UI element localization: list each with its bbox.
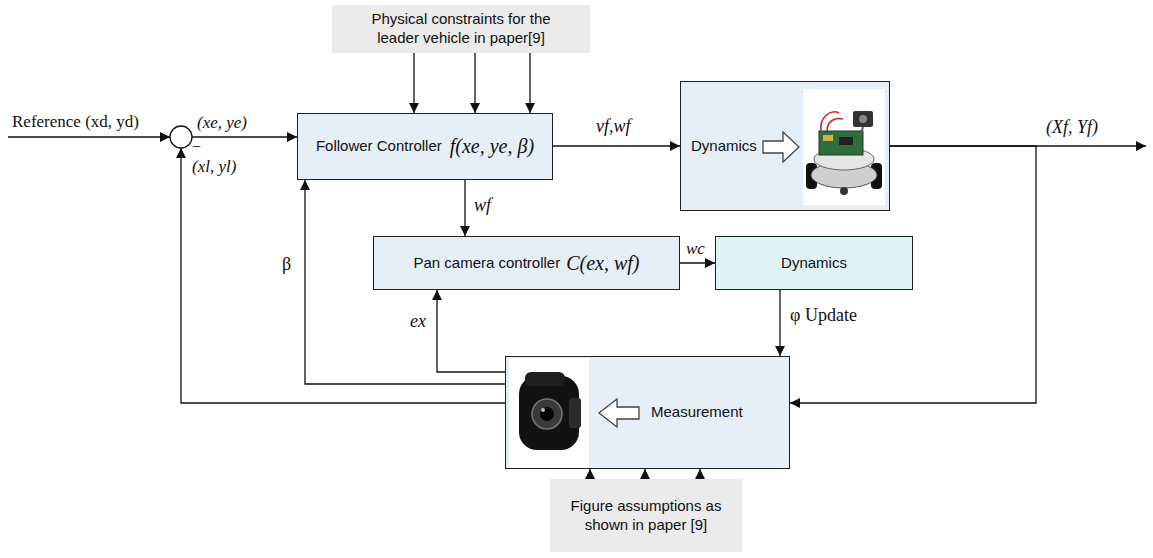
photo-ground: [803, 89, 885, 205]
output-label: (Xf, Yf): [1046, 118, 1098, 138]
connector-arrow: [699, 469, 700, 479]
process-box: Follower Controller f(xe, ye, β): [297, 113, 553, 180]
sign-label: −: [192, 139, 201, 155]
circuit-board: [819, 131, 863, 155]
signal-label: ex: [410, 312, 426, 332]
connector-arrow: [464, 180, 465, 236]
error-wire: [192, 136, 297, 137]
reference-label: Reference (xd, yd): [12, 113, 139, 132]
note-band: Figure assumptions as shown in paper [9]: [550, 479, 742, 552]
robot-illustration: [761, 87, 886, 207]
measurement-box: Measurement: [505, 356, 790, 469]
signal-label: (xl, yl): [192, 158, 236, 177]
formula-text: f(xe, ye, β): [450, 134, 534, 159]
connector-arrow: [529, 53, 530, 114]
robot-lens: [859, 115, 867, 123]
signal-label: φ Update: [790, 306, 857, 326]
dynamics-box: Dynamics: [680, 81, 890, 211]
node-text: Follower Controller: [316, 137, 442, 156]
dynamics-box: Dynamics: [715, 236, 913, 290]
node-text: Figure assumptions as shown in paper [9]: [560, 497, 732, 535]
summing-junction: [170, 126, 192, 148]
camera-illustration: [509, 358, 641, 468]
signal-label: β: [282, 255, 291, 275]
process-box: Pan camera controller C(ex, wf): [373, 236, 680, 290]
node-text: Dynamics: [781, 254, 847, 273]
node-text: Physical constraints for the leader vehi…: [355, 10, 567, 48]
photo-ground: [509, 358, 589, 468]
wire: [821, 112, 843, 131]
connector-arrow: [413, 53, 414, 114]
chip: [839, 137, 853, 145]
connector-arrow: [437, 290, 505, 372]
signal-label: wc: [686, 240, 705, 259]
node-text: Dynamics: [691, 137, 757, 156]
note-band: Physical constraints for the leader vehi…: [332, 5, 590, 53]
hollow-arrow: [763, 132, 799, 162]
connector-arrow: [474, 53, 475, 114]
camera-lens: [532, 399, 562, 429]
connector-arrow: [553, 145, 680, 146]
node-text: Pan camera controller: [413, 254, 560, 273]
robot-camera: [853, 111, 873, 127]
signal-label: (xe, ye): [197, 114, 247, 133]
signal-label: wf: [474, 196, 491, 216]
node-text: Measurement: [651, 403, 743, 422]
connector-arrow: [680, 262, 715, 263]
reference-wire: [8, 136, 170, 137]
hollow-arrow: [599, 399, 639, 427]
camera-lens-core: [540, 407, 554, 421]
camera-mount: [569, 398, 581, 428]
connector-arrow: [644, 469, 645, 479]
caster: [840, 187, 848, 195]
chip: [823, 135, 833, 141]
lens-highlight: [541, 408, 545, 412]
formula-text: C(ex, wf): [566, 251, 639, 276]
signal-label: vf,wf: [596, 117, 631, 137]
camera-mount: [861, 127, 863, 133]
connector-arrow: [779, 290, 780, 356]
connector-arrow: [589, 469, 590, 479]
camera-hood: [525, 372, 565, 386]
